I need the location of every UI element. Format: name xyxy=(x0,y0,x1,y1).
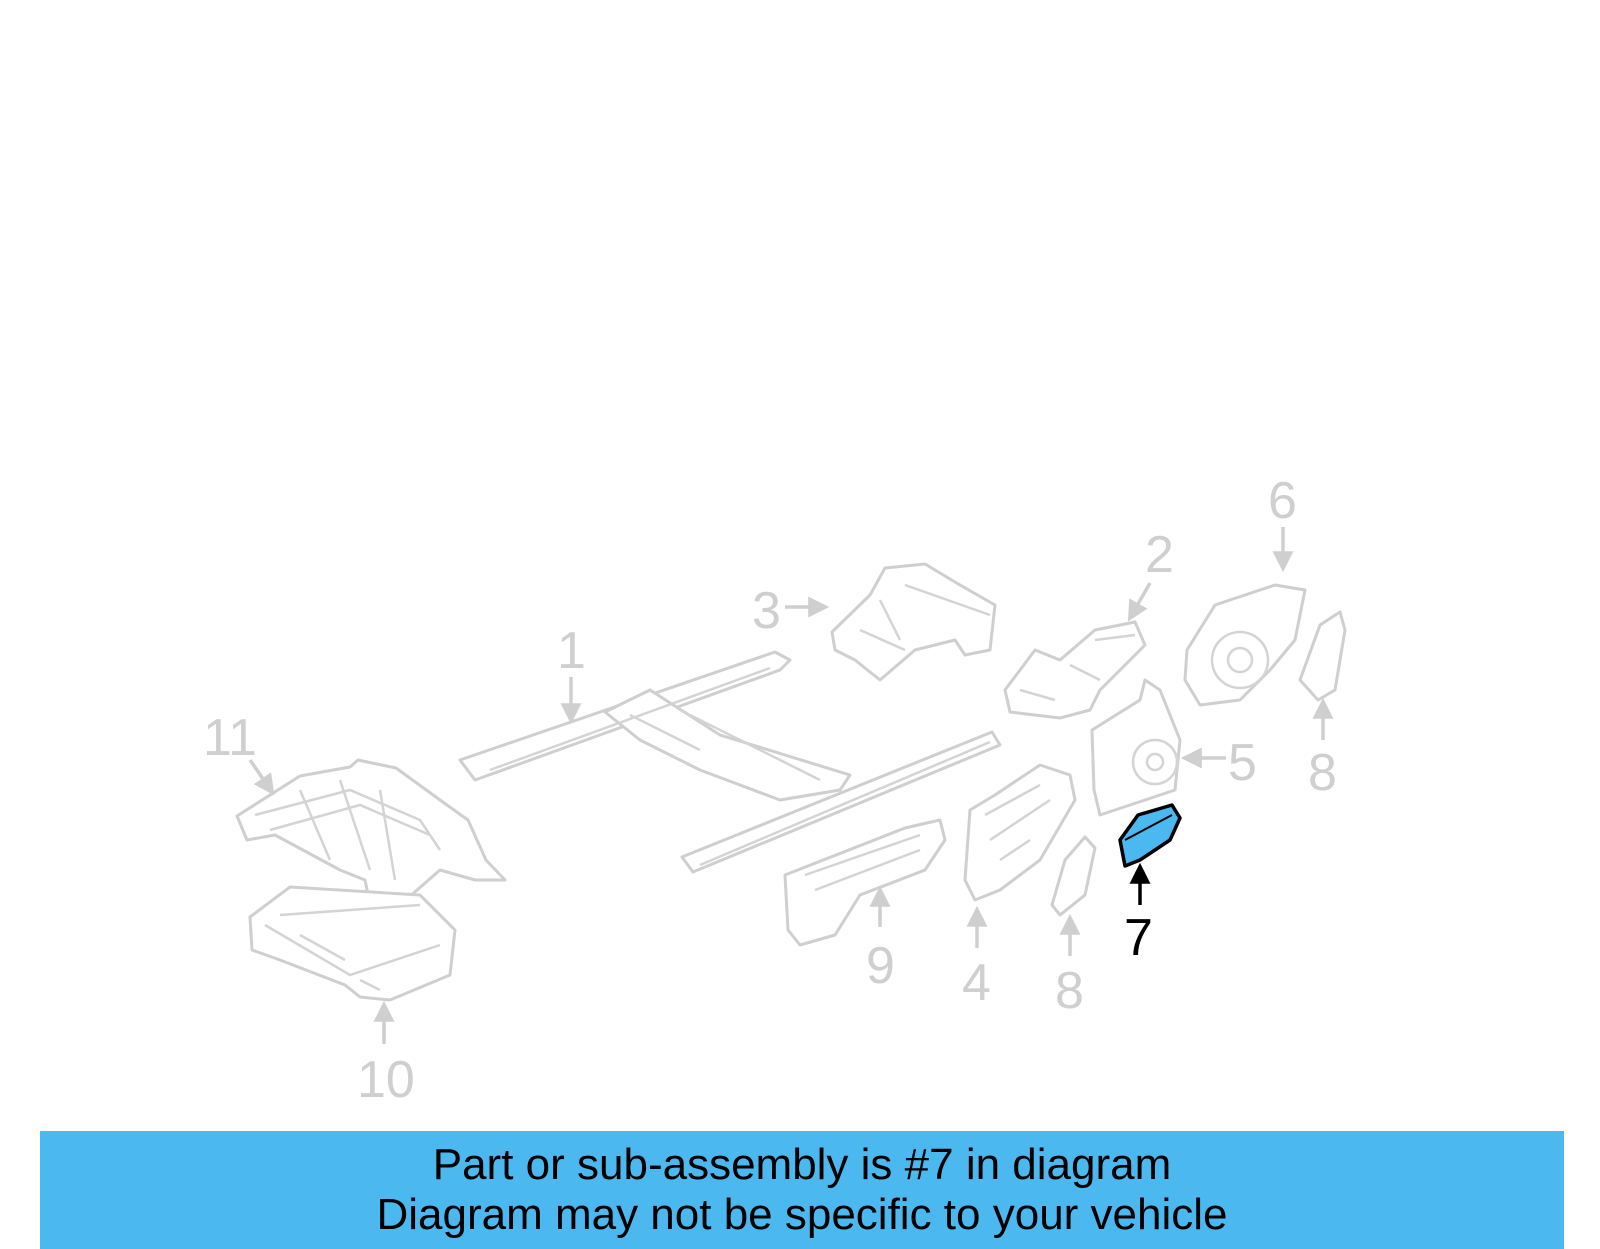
callout-7: 7 xyxy=(1124,909,1153,967)
callout-3: 3 xyxy=(752,582,781,640)
part-1-seat-track xyxy=(458,650,1002,874)
callout-8-left: 8 xyxy=(1055,962,1084,1020)
callout-9: 9 xyxy=(866,937,895,995)
part-2-motor xyxy=(1003,620,1147,720)
part-6-backrest-adjuster xyxy=(1183,583,1307,707)
arrow-2 xyxy=(1127,582,1152,622)
callout-1: 1 xyxy=(557,622,586,680)
callout-4: 4 xyxy=(962,954,991,1012)
callout-8-right: 8 xyxy=(1308,744,1337,802)
part-5-gear-housing xyxy=(1090,678,1182,817)
callout-11: 11 xyxy=(203,709,257,767)
part-3-motor-bracket xyxy=(830,562,997,682)
part-8-cover-left xyxy=(1050,835,1097,917)
callout-2: 2 xyxy=(1145,526,1174,584)
arrow-11 xyxy=(248,759,275,796)
part-11-cushion-frame xyxy=(235,758,507,907)
leader-arrows xyxy=(248,527,1334,1044)
callout-5: 5 xyxy=(1228,734,1257,792)
banner-line-1: Part or sub-assembly is #7 in diagram xyxy=(432,1140,1172,1189)
part-8-cover-right xyxy=(1298,610,1347,702)
part-9-switch xyxy=(783,818,947,947)
callout-10: 10 xyxy=(357,1051,415,1109)
info-banner: Part or sub-assembly is #7 in diagram Di… xyxy=(40,1131,1564,1249)
banner-line-2: Diagram may not be specific to your vehi… xyxy=(376,1190,1228,1239)
part-10-control-module xyxy=(248,885,457,1002)
part-4-switch-housing xyxy=(963,763,1077,902)
part-7-highlighted-cover xyxy=(1118,803,1182,868)
callout-6: 6 xyxy=(1268,472,1297,530)
callout-labels: 1 2 3 4 5 6 7 8 8 9 10 11 xyxy=(203,472,1337,1109)
